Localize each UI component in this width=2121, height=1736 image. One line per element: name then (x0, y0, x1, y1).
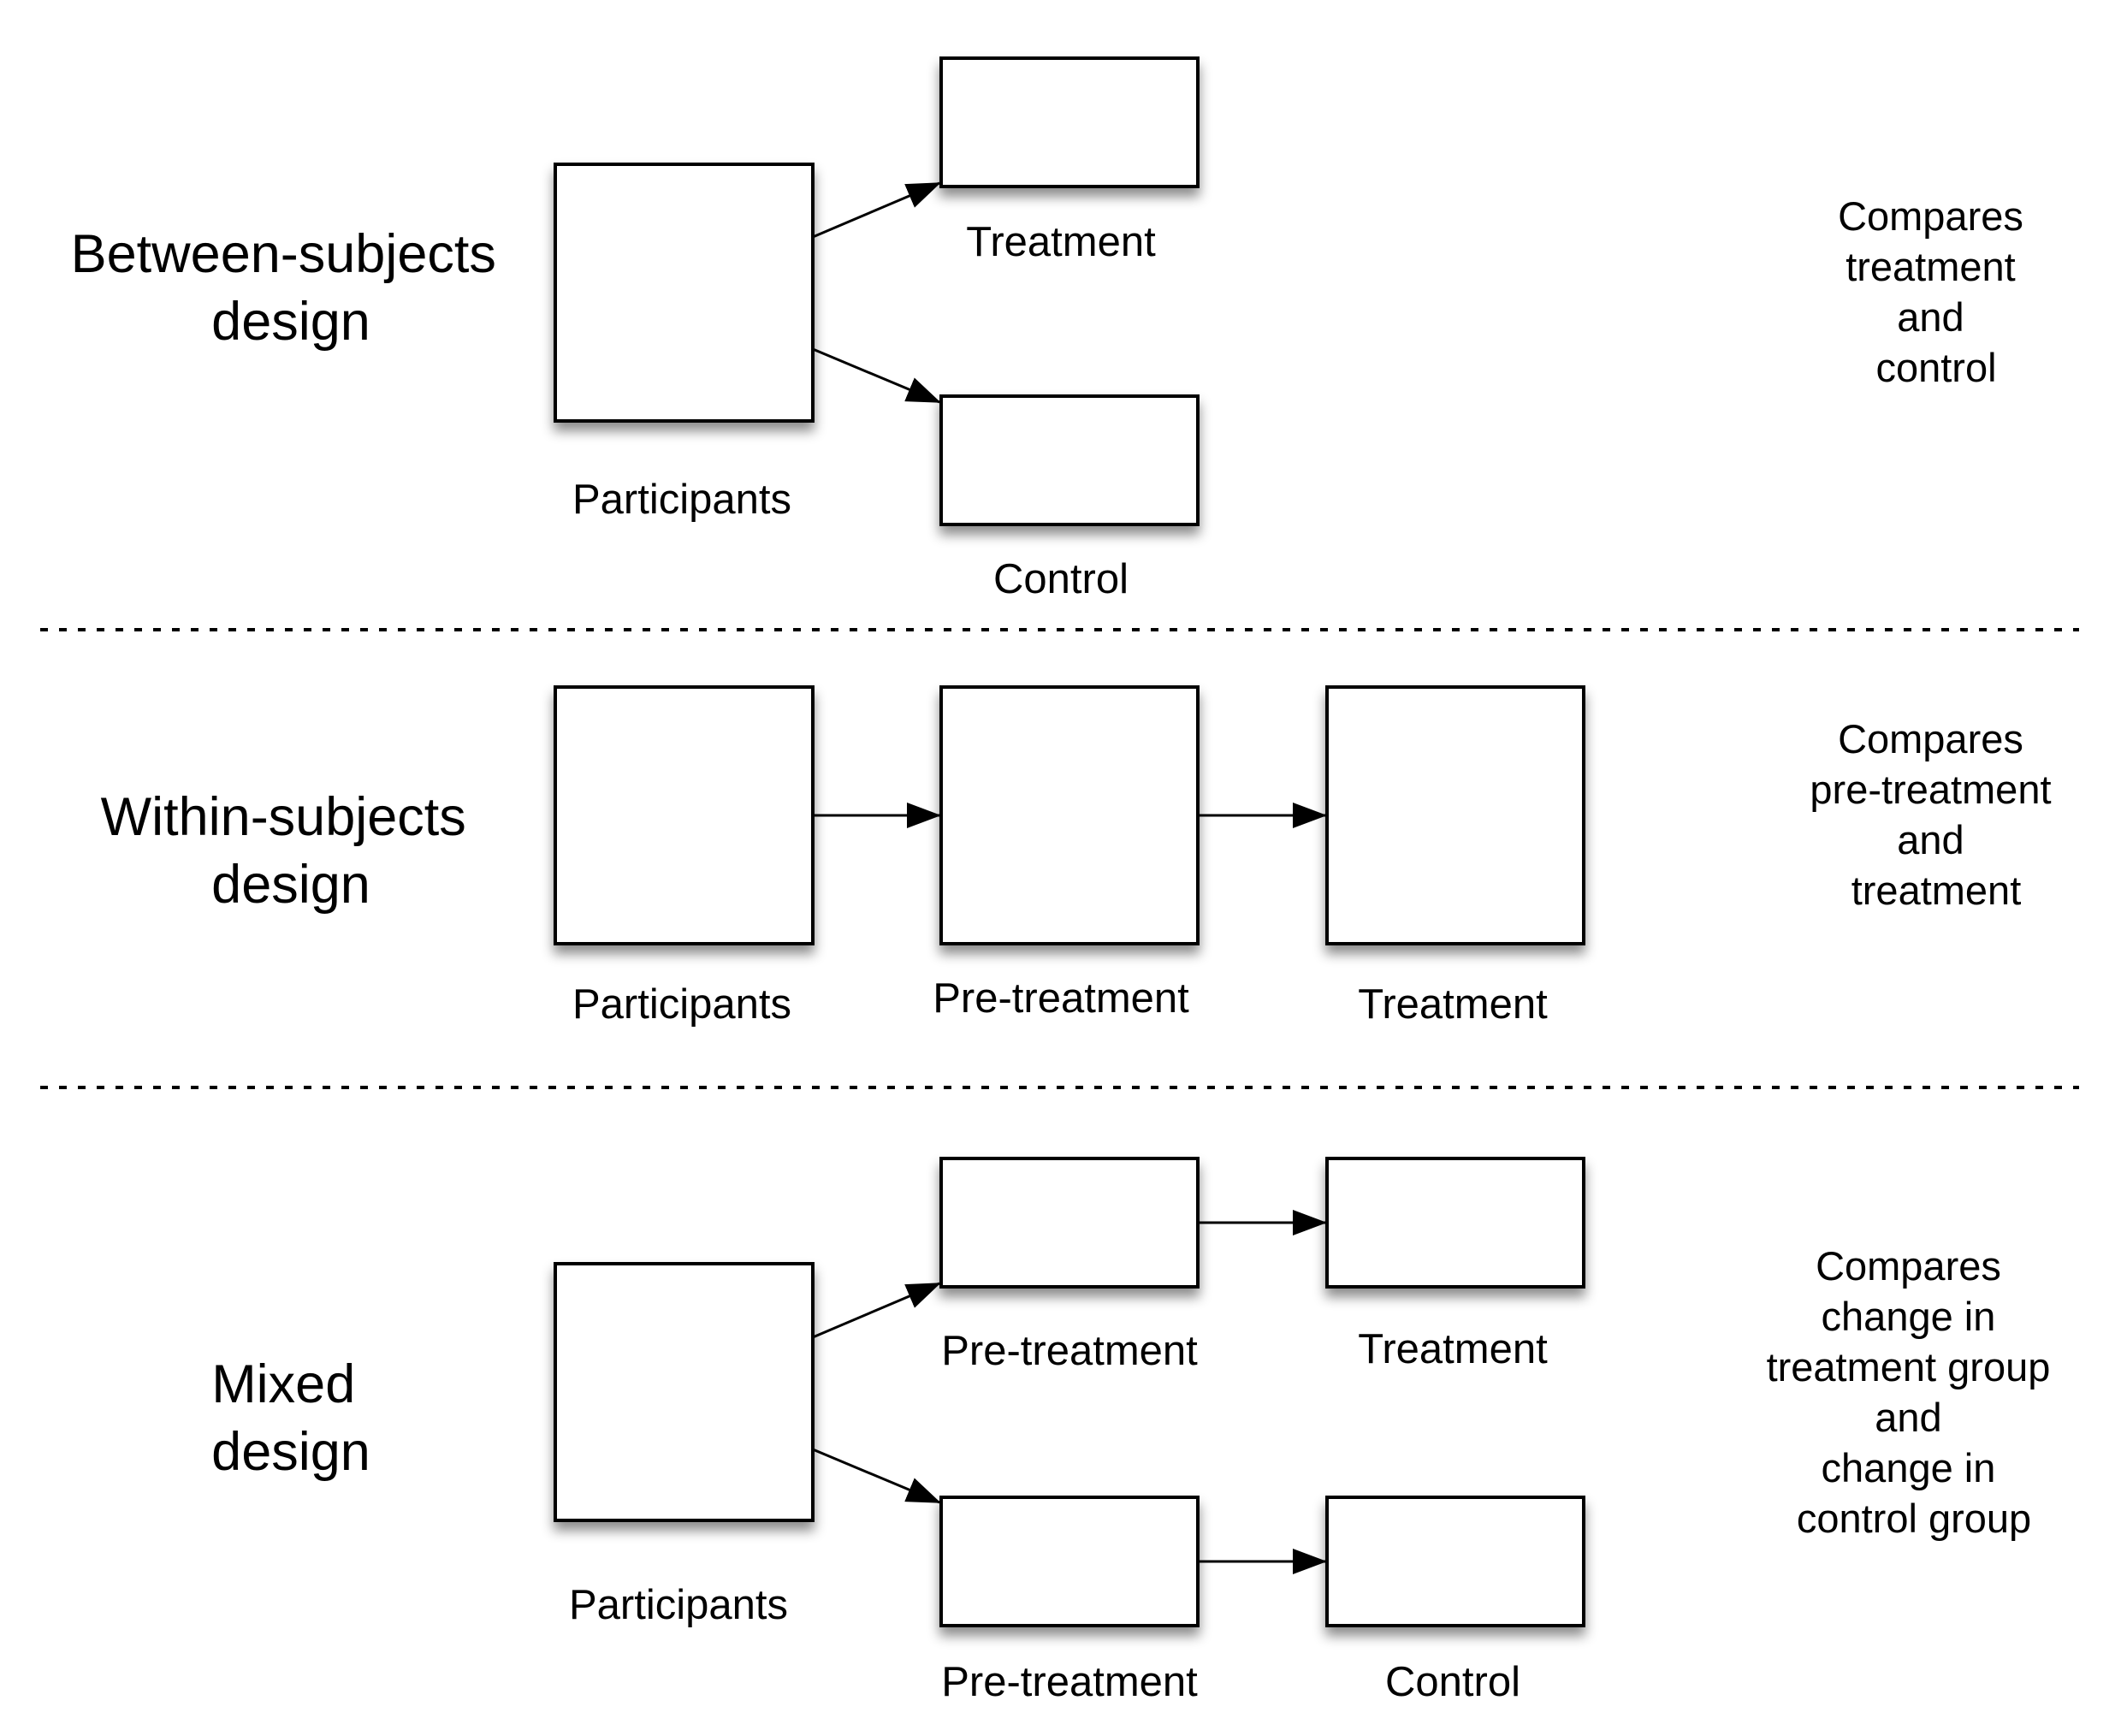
participants-box (554, 163, 815, 423)
pre-treatment-box (939, 685, 1200, 945)
participants-box (554, 685, 815, 945)
participants-box (554, 1262, 815, 1522)
mixed-note-line-4: and (1875, 1395, 1941, 1440)
control-box (1325, 1496, 1585, 1627)
mixed-design-title: Mixed design (211, 1354, 370, 1482)
within-note-line-1: Compares (1838, 716, 2023, 761)
between-subjects-title: Between-subjects design (71, 224, 512, 352)
control-label: Control (993, 556, 1129, 602)
within-subjects-title-line-1: Within-subjects (101, 787, 466, 847)
arrow-participants-to-pre-treatment-bottom (812, 1448, 941, 1504)
arrow-participants-to-pre-treatment-top (812, 1282, 941, 1339)
pre-treatment-label-bottom: Pre-treatment (941, 1659, 1198, 1705)
mixed-note-line-1: Compares (1816, 1243, 2001, 1289)
treatment-label: Treatment (966, 219, 1156, 265)
mixed-note-line-2: change in (1822, 1294, 1996, 1339)
between-subjects-section: Between-subjects design Participants Tre… (71, 56, 2035, 602)
mixed-note-line-3: treatment group (1767, 1344, 2051, 1389)
within-note-line-4: treatment (1851, 868, 2022, 913)
treatment-label: Treatment (1358, 1326, 1548, 1372)
pre-treatment-box-bottom (939, 1496, 1200, 1627)
participants-label: Participants (572, 477, 791, 523)
arrow-participants-to-treatment (812, 181, 941, 239)
within-subjects-title-line-2: design (211, 855, 370, 915)
participants-label: Participants (569, 1582, 788, 1628)
between-subjects-note: Compares treatment and control (1838, 193, 2035, 390)
mixed-note-line-5: change in (1822, 1445, 1996, 1490)
pre-treatment-box-top (939, 1157, 1200, 1289)
within-note-line-3: and (1897, 817, 1964, 862)
between-subjects-title-line-2: design (211, 292, 370, 352)
mixed-design-title-line-1: Mixed (211, 1354, 355, 1414)
arrow-participants-to-control (812, 347, 941, 404)
between-note-line-1: Compares (1838, 193, 2023, 239)
treatment-box (1325, 685, 1585, 945)
treatment-box (1325, 1157, 1585, 1289)
between-note-line-4: control (1875, 345, 1996, 390)
control-label: Control (1385, 1659, 1520, 1705)
treatment-box (939, 56, 1200, 188)
control-box (939, 394, 1200, 526)
pre-treatment-label-top: Pre-treatment (941, 1328, 1198, 1374)
treatment-label: Treatment (1358, 981, 1548, 1028)
within-note-line-2: pre-treatment (1810, 767, 2051, 812)
between-note-line-3: and (1897, 294, 1964, 340)
mixed-design-note: Compares change in treatment group and c… (1767, 1243, 2062, 1541)
mixed-design-section: Mixed design Participants Pre-treatment … (211, 1157, 2062, 1705)
participants-label: Participants (572, 981, 791, 1028)
between-subjects-title-line-1: Between-subjects (71, 224, 496, 284)
between-note-line-2: treatment (1846, 244, 2016, 289)
within-subjects-note: Compares pre-treatment and treatment (1810, 716, 2062, 913)
within-subjects-title: Within-subjects design (101, 787, 482, 915)
within-subjects-section: Within-subjects design Participants Pre-… (101, 685, 2062, 1028)
mixed-note-line-6: control group (1797, 1496, 2031, 1541)
pre-treatment-label: Pre-treatment (933, 975, 1189, 1022)
mixed-design-title-line-2: design (211, 1422, 370, 1482)
